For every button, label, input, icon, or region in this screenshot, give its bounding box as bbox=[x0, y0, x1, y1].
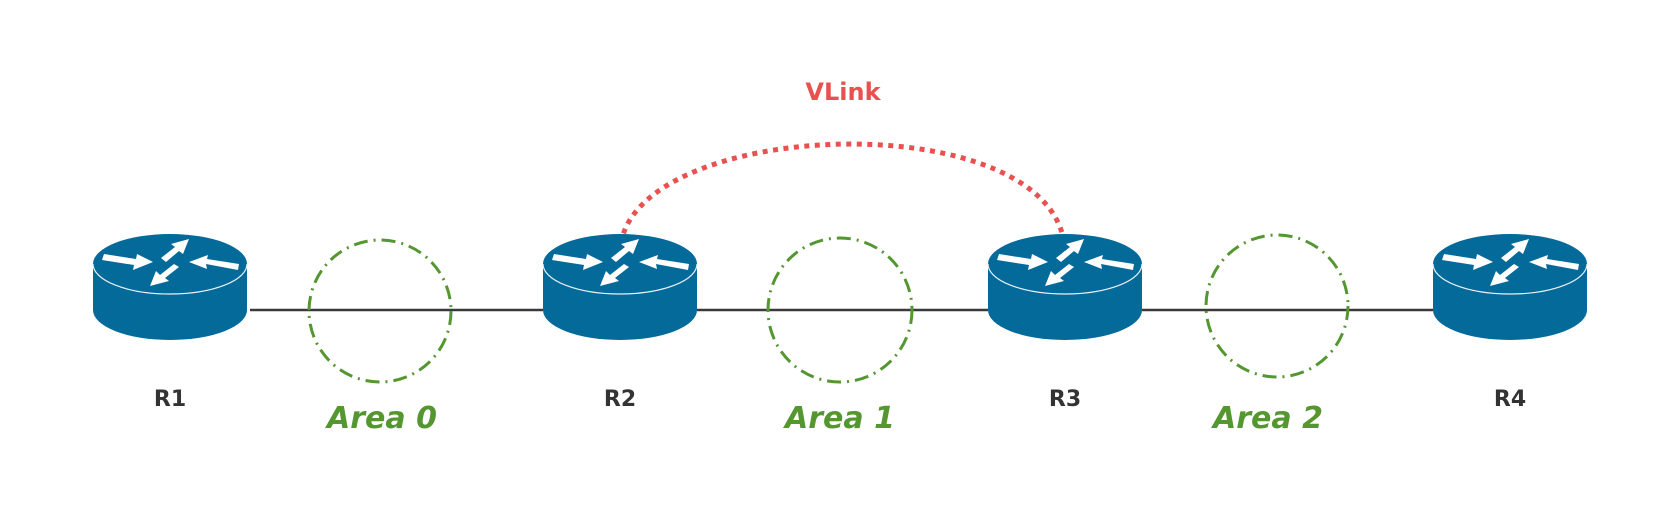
area-label-2: Area 2 bbox=[1211, 401, 1323, 436]
router-label-r3: R3 bbox=[1049, 387, 1081, 412]
area-0-boundary bbox=[307, 238, 453, 384]
area-label-1: Area 1 bbox=[783, 401, 895, 436]
router-label-r2: R2 bbox=[604, 387, 636, 412]
router-label-r1: R1 bbox=[154, 387, 186, 412]
router-icon bbox=[92, 233, 248, 341]
router-r2[interactable] bbox=[542, 233, 698, 341]
area-label-0: Area 0 bbox=[325, 401, 437, 436]
router-icon bbox=[1432, 233, 1588, 341]
router-icon bbox=[542, 233, 698, 341]
router-label-r4: R4 bbox=[1494, 387, 1526, 412]
router-icon bbox=[987, 233, 1143, 341]
virtual-link-label: VLink bbox=[805, 78, 881, 106]
area-1-boundary bbox=[766, 236, 914, 384]
router-r3[interactable] bbox=[987, 233, 1143, 341]
area-2-boundary bbox=[1204, 233, 1350, 379]
router-r1[interactable] bbox=[92, 233, 248, 341]
router-r4[interactable] bbox=[1432, 233, 1588, 341]
